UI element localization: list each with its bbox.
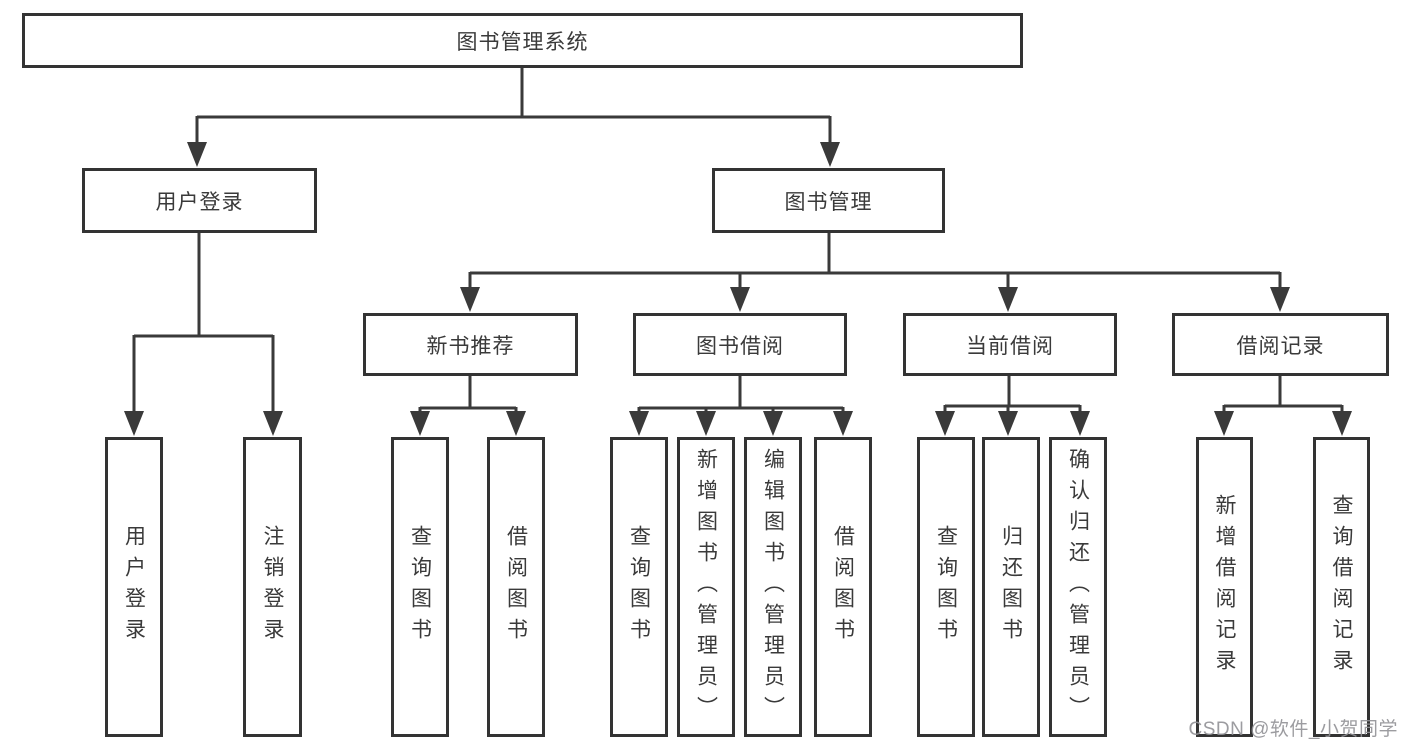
node-book-borrowing: 图书借阅 [633,313,847,376]
leaf-cb-query-books-label: 查询图书 [934,525,958,649]
leaf-bb-add-book-admin-label: 新增图书（管理员） [694,447,718,727]
node-current-borrowing: 当前借阅 [903,313,1117,376]
node-root: 图书管理系统 [22,13,1023,68]
leaf-bb-edit-book-admin: 编辑图书（管理员） [744,437,802,737]
node-borrowing-records: 借阅记录 [1172,313,1389,376]
node-user-login: 用户登录 [82,168,317,233]
leaf-nb-query-books: 查询图书 [391,437,449,737]
leaf-br-add-borrow-record-label: 新增借阅记录 [1213,494,1236,680]
leaf-user-login-label: 用户登录 [122,525,146,649]
leaf-nb-query-books-label: 查询图书 [408,525,432,649]
leaf-br-query-borrow-record-label: 查询借阅记录 [1330,494,1353,680]
leaf-logout: 注销登录 [243,437,302,737]
leaf-logout-label: 注销登录 [261,525,284,649]
leaf-bb-query-books: 查询图书 [610,437,668,737]
leaf-bb-borrow-books-label: 借阅图书 [831,525,855,649]
watermark: CSDN @软件_小贺同学 [1188,719,1398,740]
leaf-bb-query-books-label: 查询图书 [627,525,651,649]
leaf-cb-query-books: 查询图书 [917,437,975,737]
leaf-nb-borrow-books: 借阅图书 [487,437,545,737]
node-new-book-recommendation: 新书推荐 [363,313,578,376]
leaf-cb-return-books-label: 归还图书 [999,525,1023,649]
leaf-bb-add-book-admin: 新增图书（管理员） [677,437,735,737]
leaf-br-add-borrow-record: 新增借阅记录 [1196,437,1253,737]
node-book-management: 图书管理 [712,168,945,233]
leaf-cb-return-books: 归还图书 [982,437,1040,737]
leaf-bb-borrow-books: 借阅图书 [814,437,872,737]
leaf-nb-borrow-books-label: 借阅图书 [504,525,528,649]
leaf-cb-confirm-return-admin-label: 确认归还（管理员） [1066,447,1090,727]
leaf-bb-edit-book-admin-label: 编辑图书（管理员） [761,447,785,727]
leaf-user-login: 用户登录 [105,437,163,737]
leaf-cb-confirm-return-admin: 确认归还（管理员） [1049,437,1107,737]
leaf-br-query-borrow-record: 查询借阅记录 [1313,437,1370,737]
